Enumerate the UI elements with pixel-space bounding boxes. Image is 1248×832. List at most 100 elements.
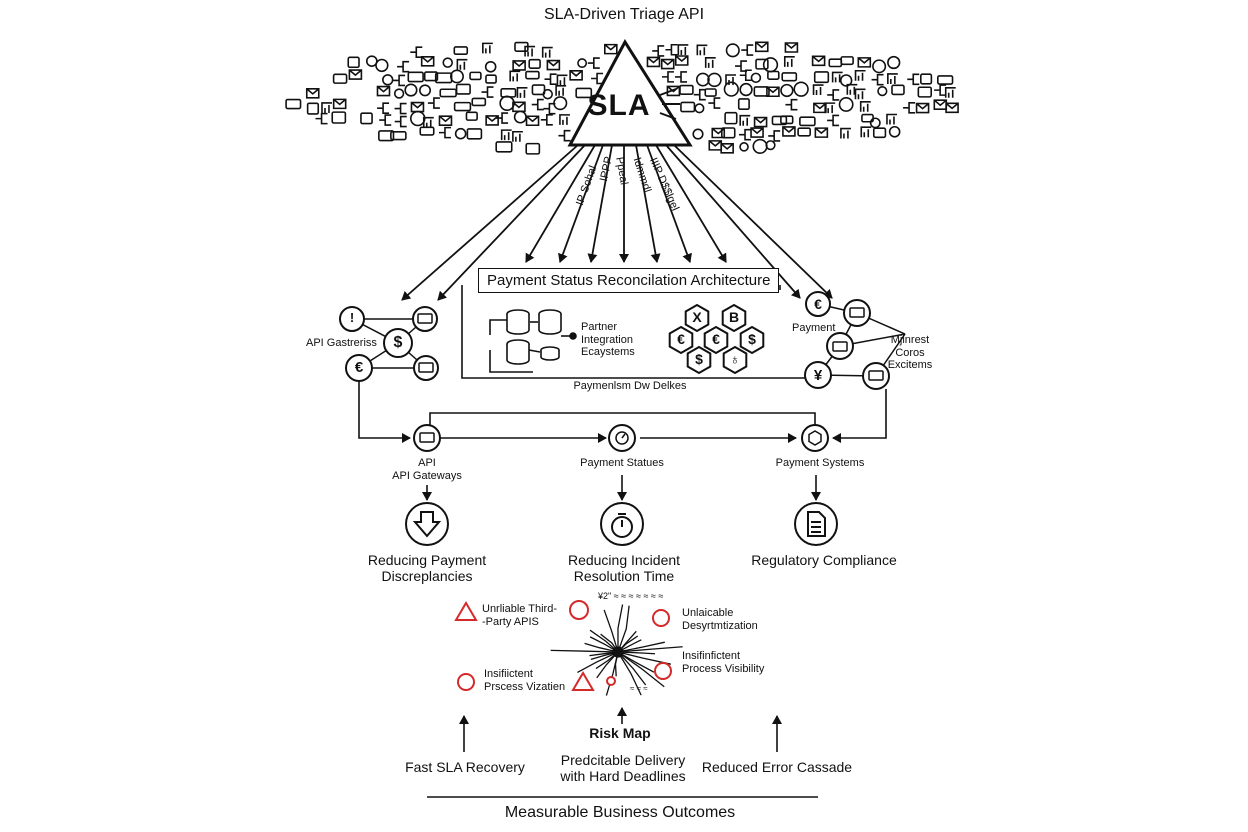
- cloud-gadget-icon: [813, 102, 827, 114]
- cloud-gadget-icon: [438, 126, 451, 139]
- cloud-gadget-icon: [783, 56, 795, 67]
- cloud-gadget-icon: [558, 129, 571, 142]
- cloud-gadget-icon: [886, 113, 897, 125]
- cloud-gadget-icon: [410, 101, 425, 113]
- cloud-gadget-icon: [750, 72, 762, 84]
- cloud-gadget-icon: [840, 56, 854, 66]
- cloud-gadget-icon: [784, 42, 799, 53]
- partner-label: Partner Integration Ecaystems: [581, 321, 635, 359]
- cloud-gadget-icon: [724, 111, 738, 125]
- cloud-gadget-icon: [455, 83, 471, 95]
- cloud-gadget-icon: [485, 74, 497, 84]
- cloud-gadget-icon: [846, 83, 858, 95]
- hexagon-node: [686, 345, 712, 375]
- hexagon-node: [721, 303, 747, 333]
- cloud-gadget-icon: [871, 73, 884, 86]
- cloud-gadget-icon: [394, 102, 407, 115]
- warning-node-symbol: !: [349, 310, 355, 325]
- cloud-gadget-icon: [840, 127, 851, 139]
- cloud-gadget-icon: [812, 84, 824, 96]
- cloud-gadget-icon: [559, 114, 570, 125]
- cloud-gadget-icon: [854, 69, 866, 81]
- risk-web-strand: [617, 651, 656, 655]
- outcome-discrepancies: Reducing Payment Discreplancies: [367, 552, 487, 585]
- cloud-gadget-icon: [827, 114, 840, 127]
- flow-node-label-systems: Payment Systems: [775, 457, 865, 469]
- cloud-gadget-icon: [765, 140, 776, 151]
- cloud-gadget-icon: [680, 101, 696, 113]
- cloud-gadget-icon: [665, 43, 678, 56]
- risk-icons: [454, 600, 672, 691]
- cloud-gadget-icon: [781, 72, 798, 82]
- left-cluster-label: API Gastreriss: [306, 337, 377, 349]
- cloud-gadget-icon: [496, 112, 509, 124]
- bottom-outcome-error-cascade: Reduced Error Cassade: [701, 759, 853, 775]
- cloud-gadget-icon: [453, 46, 469, 55]
- cloud-gadget-icon: [540, 114, 553, 126]
- cloud-gadget-icon: [646, 56, 661, 68]
- risk-web-strand: [605, 651, 619, 696]
- risk-web-strand: [617, 641, 665, 653]
- right-cluster-label-2: Mjinrest Coros Excitems: [887, 334, 933, 372]
- cloud-gadget-icon: [797, 127, 811, 137]
- cloud-gadget-icon: [679, 84, 694, 95]
- cloud-gadget-icon: [407, 71, 424, 83]
- cloud-gadget-icon: [661, 71, 674, 83]
- cloud-gadget-icon: [704, 57, 716, 68]
- cloud-gadget-icon: [469, 71, 482, 81]
- cloud-gadget-icon: [393, 88, 405, 99]
- cloud-gadget-icon: [541, 46, 553, 58]
- cloud-gadget-icon: [495, 141, 513, 153]
- cloud-gadget-icon: [332, 73, 348, 84]
- cloud-gadget-icon: [725, 43, 740, 58]
- cloud-gadget-icon: [553, 96, 568, 111]
- right-cluster-nodes: [804, 291, 890, 390]
- cloud-gadget-icon: [321, 102, 332, 113]
- cloud-gadget-icon: [438, 115, 453, 126]
- risk-map-top-label: ¥2" ≈ ≈ ≈ ≈ ≈ ≈ ≈: [598, 591, 664, 601]
- cloud-gadget-icon: [419, 84, 432, 97]
- cloud-gadget-icon: [887, 55, 901, 70]
- risk-process-visibility: Insifinfictent Process Visibility: [682, 650, 765, 675]
- cloud-gadget-icon: [525, 142, 541, 155]
- cloud-gadget-icon: [453, 101, 472, 112]
- cloud-gadget-icon: [944, 86, 956, 98]
- cloud-gadget-icon: [824, 102, 836, 114]
- cloud-gadget-icon: [915, 102, 930, 114]
- cloud-gadget-icon: [741, 44, 754, 56]
- cloud-gadget-icon: [484, 60, 497, 73]
- cloud-gadget-icon: [675, 71, 688, 83]
- cloud-gadget-icon: [739, 69, 752, 82]
- cloud-gadget-icon: [721, 127, 736, 139]
- cloud-gadget-icon: [377, 102, 390, 114]
- cloud-gadget-icon: [887, 73, 898, 84]
- hexagon-symbol: X: [692, 309, 702, 325]
- cloud-gadget-icon: [390, 131, 407, 141]
- cloud-gadget-icon: [404, 83, 418, 97]
- hexagon-symbol: €: [677, 331, 685, 347]
- cloud-gadget-icon: [439, 88, 457, 98]
- cloud-gadget-icon: [466, 128, 483, 140]
- hexagon-symbol: $: [695, 351, 703, 367]
- cloud-gadget-icon: [768, 130, 781, 142]
- risk-web-strand: [617, 651, 642, 696]
- cloud-gadget-icon: [739, 128, 752, 141]
- cloud-gadget-icon: [542, 88, 553, 100]
- cloud-gadget-icon: [694, 103, 705, 114]
- cloud-gadget-icon: [660, 58, 675, 70]
- cloud-gadget-icon: [754, 41, 769, 53]
- cloud-gadget-icon: [811, 55, 826, 67]
- risk-web-strand: [596, 651, 619, 679]
- cloud-gadget-icon: [306, 102, 320, 115]
- hexagon-node: [668, 325, 694, 355]
- cloud-gadget-icon: [891, 84, 905, 96]
- cloud-gadget-icon: [556, 74, 568, 86]
- cloud-gadget-icon: [465, 111, 478, 121]
- cloud-gadget-icon: [305, 88, 320, 99]
- cloud-gadget-icon: [525, 115, 540, 127]
- cloud-gadget-icon: [737, 98, 750, 111]
- risk-web-strand: [584, 642, 619, 653]
- cloud-gadget-icon: [393, 74, 406, 87]
- risk-unreliable-apis: Unrliable Third- -Party APIS: [482, 603, 557, 628]
- flow-node-icons: [419, 430, 822, 446]
